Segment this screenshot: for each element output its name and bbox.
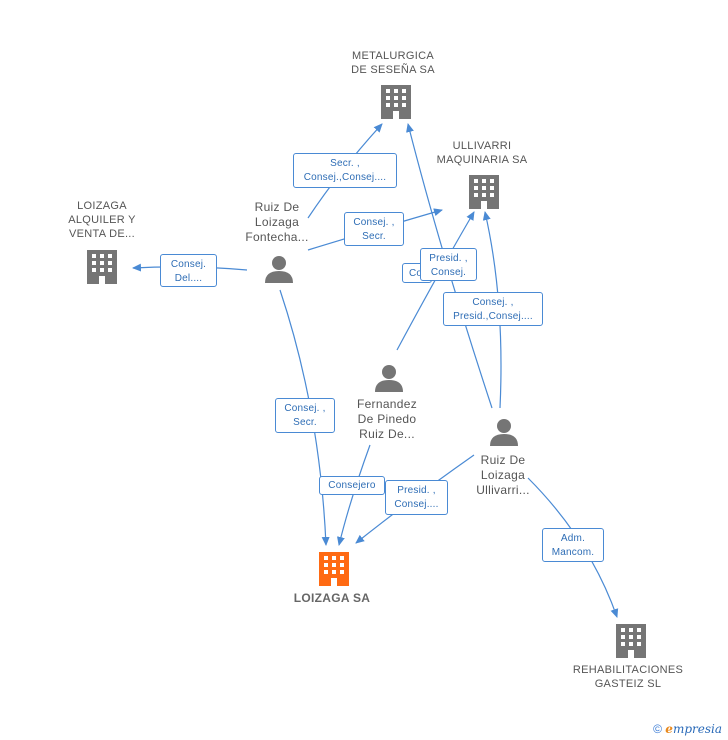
company-label-metalurgica[interactable]: METALURGICA DE SESEÑA SA bbox=[351, 50, 435, 76]
person-icon bbox=[490, 419, 518, 446]
company-label-loizaga-alquiler[interactable]: LOIZAGA ALQUILER Y VENTA DE... bbox=[68, 200, 136, 240]
company-label-rehabilitaciones[interactable]: REHABILITACIONES GASTEIZ SL bbox=[572, 664, 684, 690]
building-icon bbox=[469, 175, 499, 209]
edge-label-fernandez-loizaga[interactable]: Consejero bbox=[319, 476, 385, 495]
company-label-loizaga-sa[interactable]: LOIZAGA SA bbox=[293, 591, 371, 605]
edge-label-fontecha-loizaga[interactable]: Consej. , Secr. bbox=[275, 398, 335, 433]
edge-label-ullivarri-loizaga[interactable]: Presid. , Consej.... bbox=[385, 480, 448, 515]
person-icon bbox=[265, 256, 293, 283]
person-label-fernandez[interactable]: Fernandez De Pinedo Ruiz De... bbox=[356, 397, 418, 441]
edge-label-fontecha-alquiler[interactable]: Consej. Del.... bbox=[160, 254, 217, 287]
person-label-ruiz-ullivarri[interactable]: Ruiz De Loizaga Ullivarri... bbox=[476, 453, 530, 497]
edge-label-ullivarri-rehabilitaciones[interactable]: Adm. Mancom. bbox=[542, 528, 604, 562]
building-icon bbox=[381, 85, 411, 119]
person-icon bbox=[375, 365, 403, 392]
building-icon bbox=[616, 624, 646, 658]
company-label-ullivarri-maquinaria[interactable]: ULLIVARRI MAQUINARIA SA bbox=[436, 140, 528, 166]
building-icon bbox=[87, 250, 117, 284]
edge-line-fernandez-loizaga bbox=[337, 444, 371, 546]
copyright-icon: © bbox=[653, 722, 662, 736]
edge-label-fontecha-metalurgica[interactable]: Secr. , Consej.,Consej.... bbox=[293, 153, 397, 188]
edge-label-fontecha-ullivarri[interactable]: Consej. , Secr. bbox=[344, 212, 404, 246]
footer-brand: © empresia bbox=[653, 722, 722, 736]
edge-label-ullivarri-maquinaria[interactable]: Consej. , Presid.,Consej.... bbox=[443, 292, 543, 326]
building-icon-main bbox=[319, 552, 349, 586]
empresia-logo: empresia bbox=[665, 722, 722, 736]
person-label-ruiz-fontecha[interactable]: Ruiz De Loizaga Fontecha... bbox=[245, 200, 309, 244]
edge-label-ullivarri-metalurgica[interactable]: Presid. , Consej. bbox=[420, 248, 477, 281]
